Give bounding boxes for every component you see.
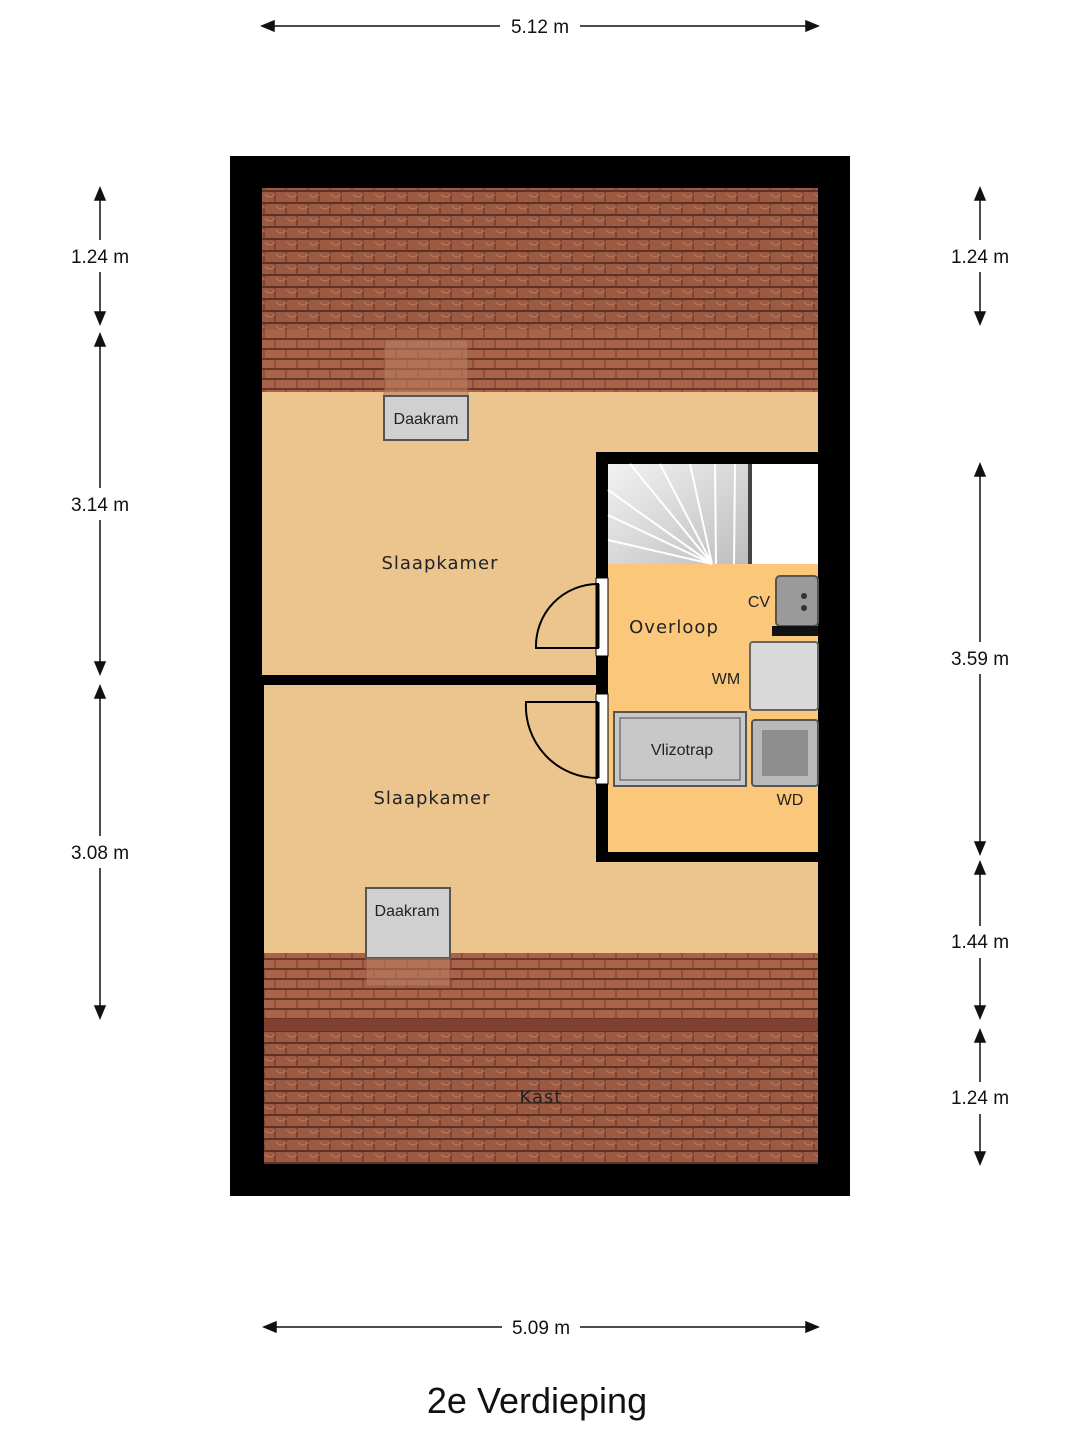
roof-top (262, 188, 818, 330)
boiler-dot-1 (801, 593, 807, 599)
dim-bottom-width: 5.09 m (512, 1318, 570, 1339)
roof-bottom-slope (264, 953, 818, 1019)
loft-ladder (613, 711, 747, 787)
roof-top-slope (262, 330, 818, 392)
dim-line-left (93, 186, 107, 1020)
boiler-label: CV (748, 594, 771, 611)
divider-wall (230, 675, 610, 685)
washing-machine-label: WM (712, 671, 740, 688)
skylight-bottom-shadow (365, 957, 451, 987)
storage-floor (264, 1031, 818, 1164)
door-swing-bottom (524, 701, 599, 780)
dim-left-low: 3.08 m (71, 843, 129, 864)
room-label-landing: Overloop (629, 617, 719, 638)
stair-treads (607, 463, 736, 565)
boiler-dot-2 (801, 605, 807, 611)
skylight-top-shadow (383, 339, 469, 401)
washing-machine (749, 641, 819, 711)
dim-line-bottom (262, 1320, 820, 1334)
dryer-inner (762, 730, 808, 776)
skylight-top-label: Daakram (394, 411, 459, 428)
boiler-shelf (772, 626, 818, 636)
skylight-bottom-label: Daakram (375, 903, 440, 920)
dryer-label: WD (777, 792, 804, 809)
dim-line-top (260, 19, 820, 33)
dim-right-low1: 1.44 m (951, 932, 1009, 953)
floor-title: 2e Verdieping (427, 1380, 647, 1421)
dim-left-mid: 3.14 m (71, 495, 129, 516)
door-swing-top (534, 582, 599, 649)
roof-bottom-ridge (264, 1019, 818, 1031)
skylight-top (383, 395, 469, 441)
dim-right-top: 1.24 m (951, 247, 1009, 268)
stair-void-edge (748, 464, 752, 564)
boiler-unit (775, 575, 819, 627)
skylight-bottom (365, 887, 451, 959)
room-label-bedroom-bottom: Slaapkamer (373, 788, 490, 809)
stair-void (750, 464, 818, 564)
dim-right-low2: 1.24 m (951, 1088, 1009, 1109)
room-label-storage: Kast (520, 1087, 563, 1108)
loft-ladder-inner (619, 717, 741, 781)
loft-ladder-label: Vlizotrap (651, 742, 713, 759)
dim-right-mid: 3.59 m (951, 649, 1009, 670)
room-label-bedroom-top: Slaapkamer (381, 553, 498, 574)
dim-left-top: 1.24 m (71, 247, 129, 268)
stair-area (608, 464, 750, 564)
dim-top-width: 5.12 m (511, 17, 569, 38)
dim-line-right (973, 186, 987, 1166)
